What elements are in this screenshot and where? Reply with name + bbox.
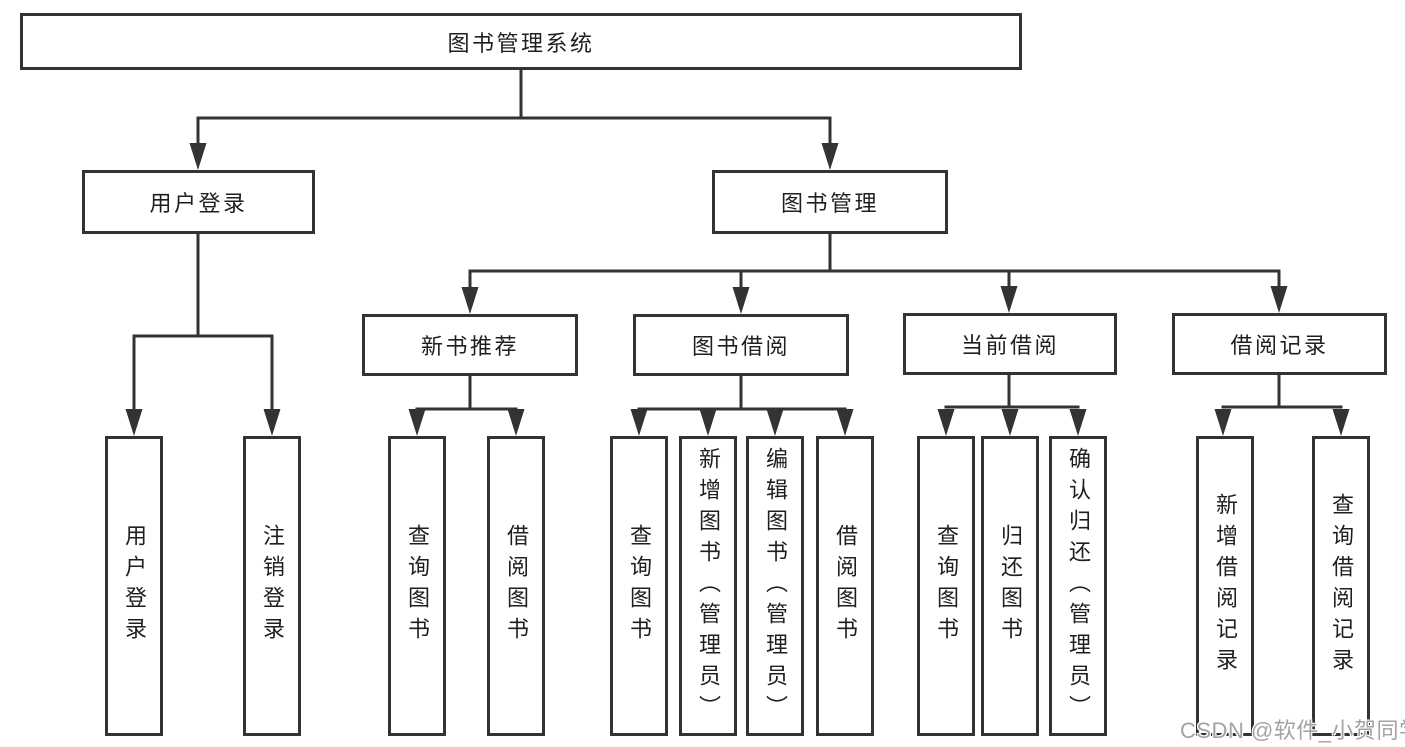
arrowhead — [836, 409, 854, 436]
node-borrowing-records: 借阅记录 — [1172, 313, 1387, 375]
node-label: 当前借阅 — [960, 333, 1059, 358]
arrowhead — [1000, 286, 1018, 313]
node-label: 查询借阅记录 — [1329, 493, 1354, 679]
arrowhead — [630, 409, 648, 436]
node-library-management-system: 图书管理系统 — [20, 13, 1022, 70]
arrowhead — [732, 287, 750, 314]
node-query-books-borrowing: 查询图书 — [610, 436, 668, 736]
node-borrow-books-borrowing: 借阅图书 — [816, 436, 874, 736]
node-label: 查询图书 — [627, 524, 652, 648]
node-label: 图书管理 — [780, 191, 879, 216]
connector-path — [132, 66, 1343, 413]
node-logout-action: 注销登录 — [243, 436, 301, 736]
arrowhead — [699, 409, 717, 436]
arrowhead — [1332, 409, 1350, 436]
node-label: 新增借阅记录 — [1213, 493, 1238, 679]
node-user-login: 用户登录 — [82, 170, 315, 234]
node-label: 新增图书（管理员） — [696, 446, 721, 726]
arrowhead — [821, 143, 839, 170]
arrowhead — [263, 409, 281, 436]
node-add-borrow-record: 新增借阅记录 — [1196, 436, 1254, 736]
node-confirm-return-admin: 确认归还（管理员） — [1049, 436, 1107, 736]
arrowhead — [937, 409, 955, 436]
arrowhead — [125, 409, 143, 436]
node-current-borrowing: 当前借阅 — [903, 313, 1117, 375]
arrowhead — [766, 409, 784, 436]
arrowhead — [189, 143, 207, 170]
node-label: 借阅记录 — [1230, 333, 1329, 358]
node-label: 用户登录 — [149, 191, 248, 216]
node-label: 查询图书 — [405, 524, 430, 648]
node-book-borrowing: 图书借阅 — [633, 314, 849, 376]
arrowhead — [461, 287, 479, 314]
node-label: 编辑图书（管理员） — [763, 446, 788, 726]
csdn-watermark: CSDN @软件_小贺同学 — [1180, 718, 1405, 743]
node-label: 归还图书 — [998, 524, 1023, 648]
node-label: 图书管理系统 — [447, 30, 595, 56]
node-label: 借阅图书 — [833, 524, 858, 648]
node-return-books: 归还图书 — [981, 436, 1039, 736]
node-new-book-recommendation: 新书推荐 — [362, 314, 578, 376]
arrowhead — [1069, 409, 1087, 436]
arrowhead — [1270, 286, 1288, 313]
arrowhead — [507, 409, 525, 436]
arrowhead — [1214, 409, 1232, 436]
node-add-books-admin: 新增图书（管理员） — [679, 436, 737, 736]
node-query-borrow-record: 查询借阅记录 — [1312, 436, 1370, 736]
node-user-login-action: 用户登录 — [105, 436, 163, 736]
node-query-books-current: 查询图书 — [917, 436, 975, 736]
arrowhead — [408, 409, 426, 436]
arrowhead — [1001, 409, 1019, 436]
node-book-management: 图书管理 — [712, 170, 948, 234]
node-label: 注销登录 — [260, 524, 285, 648]
node-label: 新书推荐 — [420, 334, 519, 359]
node-label: 查询图书 — [934, 524, 959, 648]
node-label: 用户登录 — [122, 524, 147, 648]
node-label: 借阅图书 — [504, 524, 529, 648]
node-label: 图书借阅 — [691, 334, 790, 359]
node-borrow-books-recommend: 借阅图书 — [487, 436, 545, 736]
node-label: 确认归还（管理员） — [1066, 446, 1091, 726]
node-edit-books-admin: 编辑图书（管理员） — [746, 436, 804, 736]
node-query-books-recommend: 查询图书 — [388, 436, 446, 736]
